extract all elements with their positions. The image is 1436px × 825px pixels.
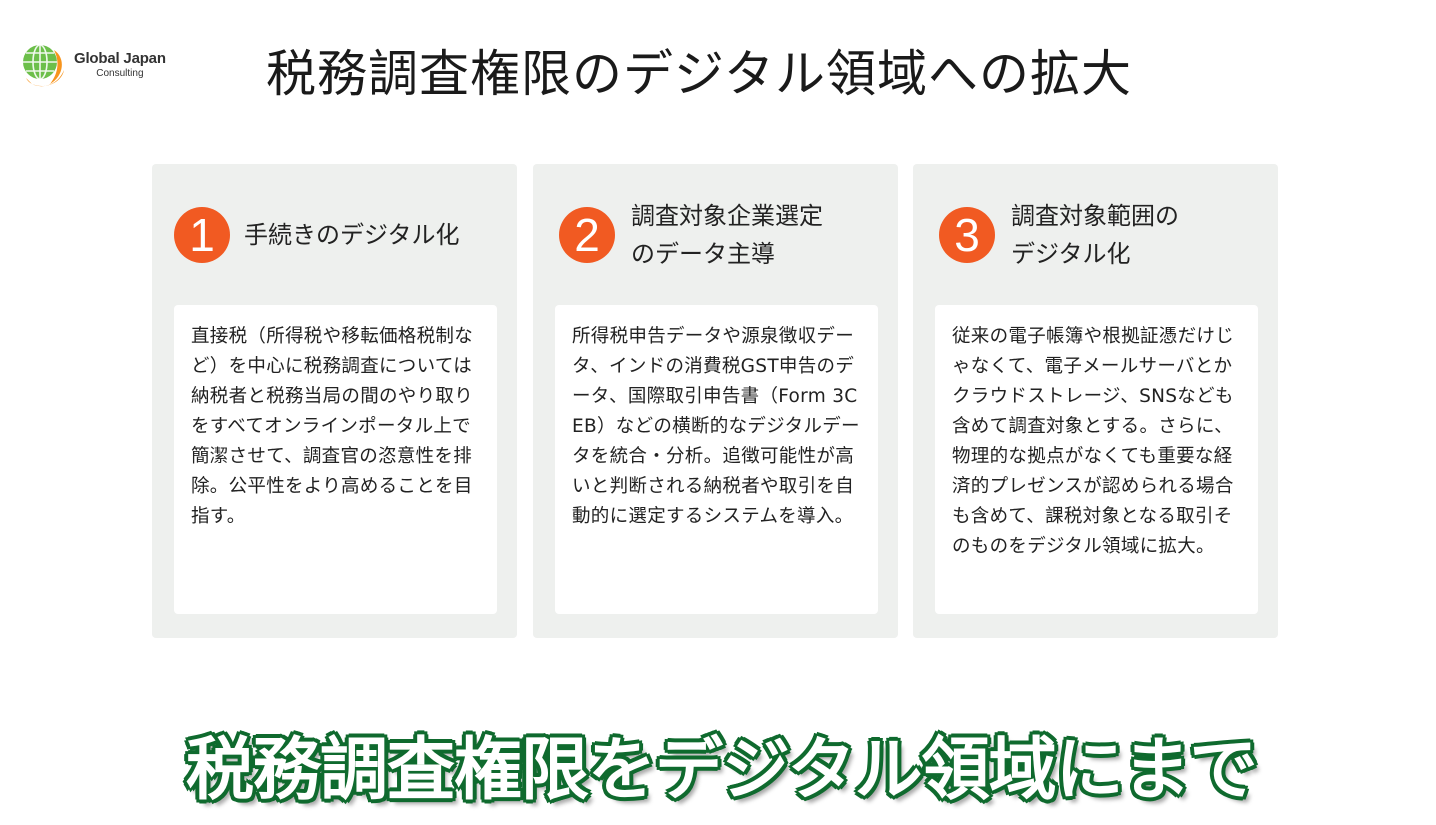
video-subtitle-caption: 税務調査権限をデジタル領域にまで bbox=[186, 731, 1258, 810]
globe-swoosh-icon bbox=[18, 40, 68, 90]
card-title: 調査対象範囲の デジタル化 bbox=[1011, 202, 1179, 268]
company-logo: Global Japan Consulting bbox=[18, 40, 166, 90]
card-header: 2 調査対象企業選定 のデータ主導 bbox=[559, 200, 888, 270]
card-body: 直接税（所得税や移転価格税制など）を中心に税務調査については納税者と税務当局の間… bbox=[174, 305, 497, 614]
card-body: 所得税申告データや源泉徴収データ、インドの消費税GST申告のデータ、国際取引申告… bbox=[555, 305, 878, 614]
logo-name: Global Japan bbox=[74, 50, 166, 67]
card-scope-digitalization: 3 調査対象範囲の デジタル化 従来の電子帳簿や根拠証憑だけじゃなくて、電子メー… bbox=[913, 164, 1278, 638]
page-title: 税務調査権限のデジタル領域への拡大 bbox=[266, 45, 1132, 103]
card-title: 調査対象企業選定 のデータ主導 bbox=[631, 202, 823, 268]
logo-subname: Consulting bbox=[96, 68, 144, 79]
number-badge: 2 bbox=[559, 207, 615, 263]
card-title: 手続きのデジタル化 bbox=[244, 221, 460, 249]
card-data-driven-selection: 2 調査対象企業選定 のデータ主導 所得税申告データや源泉徴収データ、インドの消… bbox=[533, 164, 898, 638]
card-body: 従来の電子帳簿や根拠証憑だけじゃなくて、電子メールサーバとかクラウドストレージ、… bbox=[935, 305, 1258, 614]
card-procedure-digitalization: 1 手続きのデジタル化 直接税（所得税や移転価格税制など）を中心に税務調査につい… bbox=[152, 164, 517, 638]
card-header: 1 手続きのデジタル化 bbox=[174, 200, 507, 270]
number-badge: 1 bbox=[174, 207, 230, 263]
card-header: 3 調査対象範囲の デジタル化 bbox=[939, 200, 1268, 270]
number-badge: 3 bbox=[939, 207, 995, 263]
